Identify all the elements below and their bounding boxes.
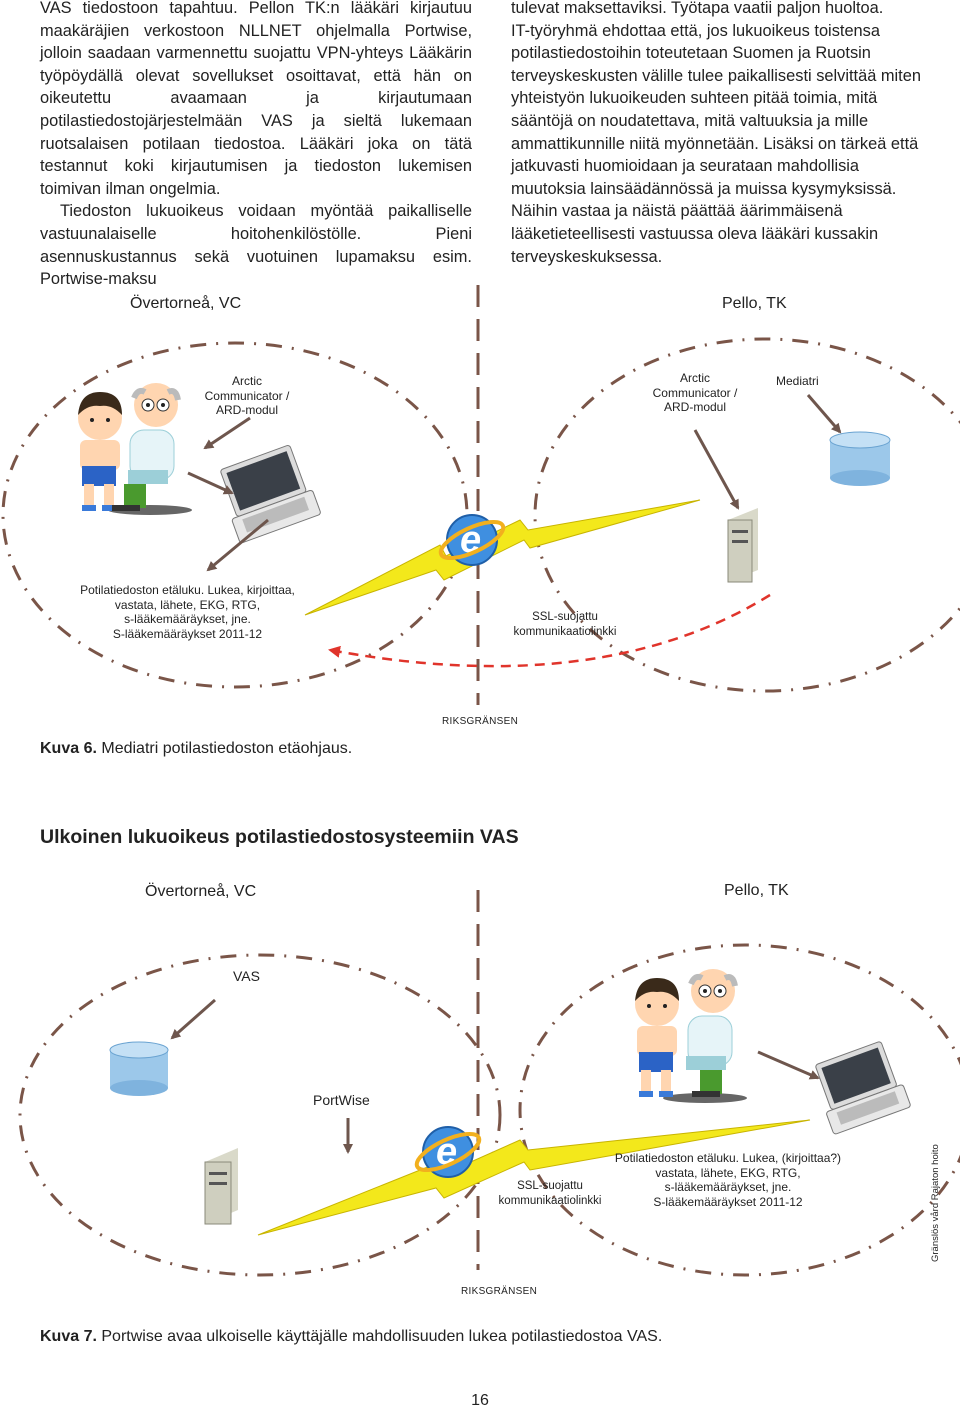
- vas-label: VAS: [233, 968, 260, 984]
- border-label: RIKSGRÄNSEN: [442, 716, 519, 727]
- mediatri-label: Mediatri: [776, 374, 819, 388]
- figure7-caption: Kuva 7. Portwise avaa ulkoiselle käyttäj…: [40, 1328, 663, 1345]
- text-column-left: VAS tiedostoon tapahtuu. Pellon TK:n lää…: [40, 0, 472, 291]
- location-label-overtornea: Övertorneå, VC: [130, 295, 242, 312]
- internet-explorer-icon: e: [414, 1126, 482, 1178]
- server-icon: [204, 1148, 238, 1225]
- location-label-overtornea: Övertorneå, VC: [145, 883, 257, 900]
- paragraph: IT-työryhmä ehdottaa että, jos lukuoikeu…: [511, 21, 921, 266]
- figure6-caption: Kuva 6. Mediatri potilastiedoston etäohj…: [40, 740, 353, 757]
- location-label-pello: Pello, TK: [722, 295, 787, 312]
- doctor-patient-illustration: [635, 969, 747, 1103]
- doctor-patient-illustration: [78, 383, 192, 515]
- paragraph: tulevat maksettaviksi. Työtapa vaatii pa…: [511, 0, 884, 17]
- remote-read-note: Potilatiedoston etäluku. Lukea, kirjoitt…: [80, 583, 295, 641]
- location-label-pello: Pello, TK: [724, 882, 789, 899]
- database-icon: [109, 1041, 169, 1096]
- ssl-link-arrow: [328, 593, 771, 668]
- remote-read-note: Potilatiedoston etäluku. Lukea, (kirjoit…: [614, 1151, 842, 1209]
- paragraph: VAS tiedostoon tapahtuu. Pellon TK:n lää…: [40, 0, 472, 198]
- credit-text: Gränslös vård Rajaton hoito: [930, 1144, 941, 1262]
- database-icon: [829, 431, 891, 486]
- laptop-icon: [815, 1041, 911, 1135]
- laptop-icon: [220, 445, 321, 544]
- text-column-right: tulevat maksettaviksi. Työtapa vaatii pa…: [511, 0, 931, 268]
- connector-arrows: [187, 394, 842, 572]
- figure7-diagram: e: [18, 890, 960, 1277]
- zone-boundary: [18, 943, 960, 1277]
- lightning-bolt: [304, 499, 701, 616]
- paragraph: Tiedoston lukuoikeus voidaan myöntää pai…: [40, 202, 472, 289]
- border-label: RIKSGRÄNSEN: [461, 1286, 538, 1297]
- portwise-label: PortWise: [313, 1092, 370, 1108]
- internet-explorer-icon: e: [438, 514, 506, 566]
- figure6-diagram: e: [1, 285, 960, 705]
- section-heading: Ulkoinen lukuoikeus potilastiedostosyste…: [40, 826, 519, 848]
- connector-arrows: [170, 998, 820, 1154]
- page-number: 16: [471, 1392, 489, 1409]
- server-icon: [727, 508, 758, 583]
